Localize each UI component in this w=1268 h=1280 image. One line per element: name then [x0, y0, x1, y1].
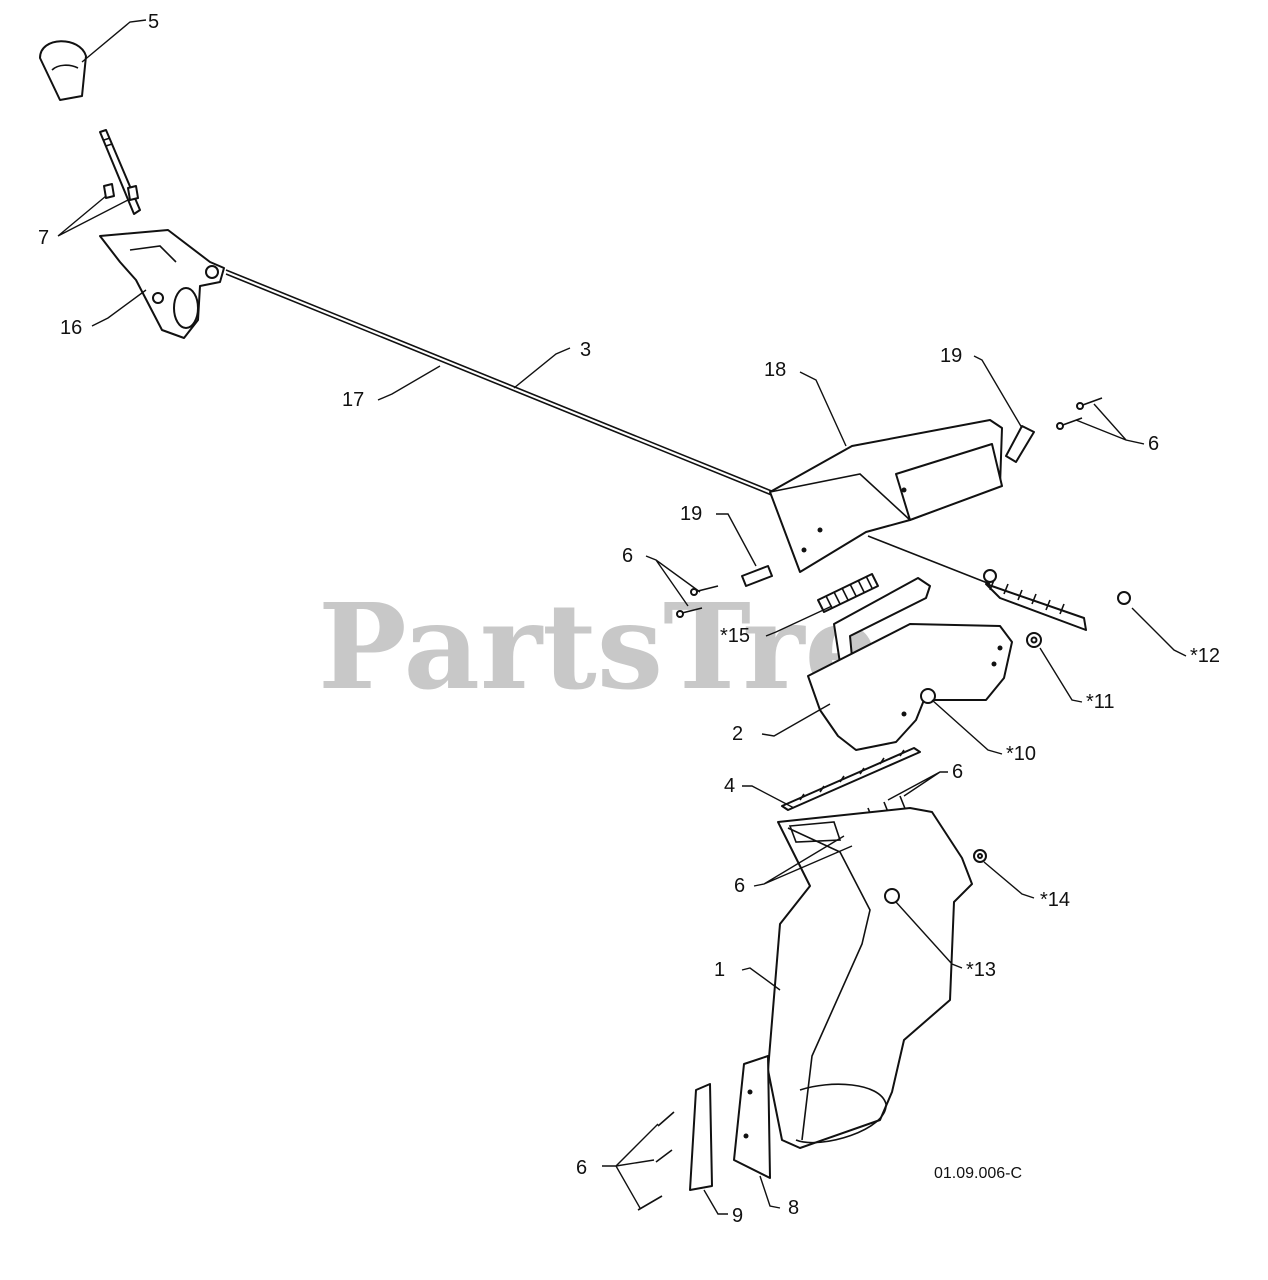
callout-lower-chute: 1	[714, 959, 725, 981]
plate-8-part[interactable]	[733, 1055, 771, 1179]
callout-clip-upper: 19	[940, 345, 962, 367]
bolt-pair-part[interactable]	[103, 183, 139, 201]
callout-washer-11: *11	[1086, 691, 1115, 713]
callout-pin-13: *13	[966, 959, 996, 981]
callout-knob: 5	[148, 11, 159, 33]
threaded-adjuster-part[interactable]	[983, 569, 1087, 631]
nut-14-part[interactable]	[973, 849, 987, 863]
clip-upper-part[interactable]	[1005, 425, 1035, 463]
callout-rivets-upper: 6	[1148, 433, 1159, 455]
callout-clip-mid: 19	[680, 503, 702, 525]
plate-9-part[interactable]	[689, 1083, 713, 1191]
callout-spring: *15	[720, 625, 750, 647]
drawing-code: 01.09.006-C	[934, 1165, 1022, 1182]
upper-chute-part[interactable]	[769, 419, 1003, 573]
callout-rivets-mid: 6	[622, 545, 633, 567]
nut-12-part[interactable]	[1117, 591, 1131, 605]
lower-chute-part[interactable]	[767, 807, 973, 1149]
lever-bracket-part[interactable]	[99, 229, 225, 339]
callout-lever-bracket: 16	[60, 317, 82, 339]
callout-rod: 17	[342, 389, 364, 411]
callout-plate-8: 8	[788, 1197, 799, 1219]
spring-part[interactable]	[817, 573, 879, 613]
knob-part[interactable]	[39, 40, 87, 101]
callout-rivets-bottom: 6	[576, 1157, 587, 1179]
strip-4-part[interactable]	[781, 747, 921, 811]
callout-nut-14: *14	[1040, 889, 1070, 911]
callout-cable: 3	[580, 339, 591, 361]
callout-upper-chute: 18	[764, 359, 786, 381]
washer-11-part[interactable]	[1026, 632, 1042, 648]
callout-plate-9: 9	[732, 1205, 743, 1227]
clip-mid-part[interactable]	[741, 565, 773, 587]
rivets-upper-part[interactable]	[1056, 397, 1103, 430]
callout-bolts-top: 7	[38, 227, 49, 249]
shift-lever-part[interactable]	[99, 129, 141, 215]
callout-pin-10: *10	[1006, 743, 1036, 765]
callout-nut-12: *12	[1190, 645, 1220, 667]
callout-deflector: 2	[732, 723, 743, 745]
deflector-part[interactable]	[807, 577, 1013, 751]
callout-rivets-left: 6	[734, 875, 745, 897]
rivets-bottom-part[interactable]	[637, 1111, 675, 1211]
callout-strip-4: 4	[724, 775, 735, 797]
callout-rivets-4: 6	[952, 761, 963, 783]
pin-10-part[interactable]	[920, 688, 936, 704]
control-rod-part[interactable]	[225, 269, 991, 585]
leader-lines	[57, 19, 1187, 1215]
